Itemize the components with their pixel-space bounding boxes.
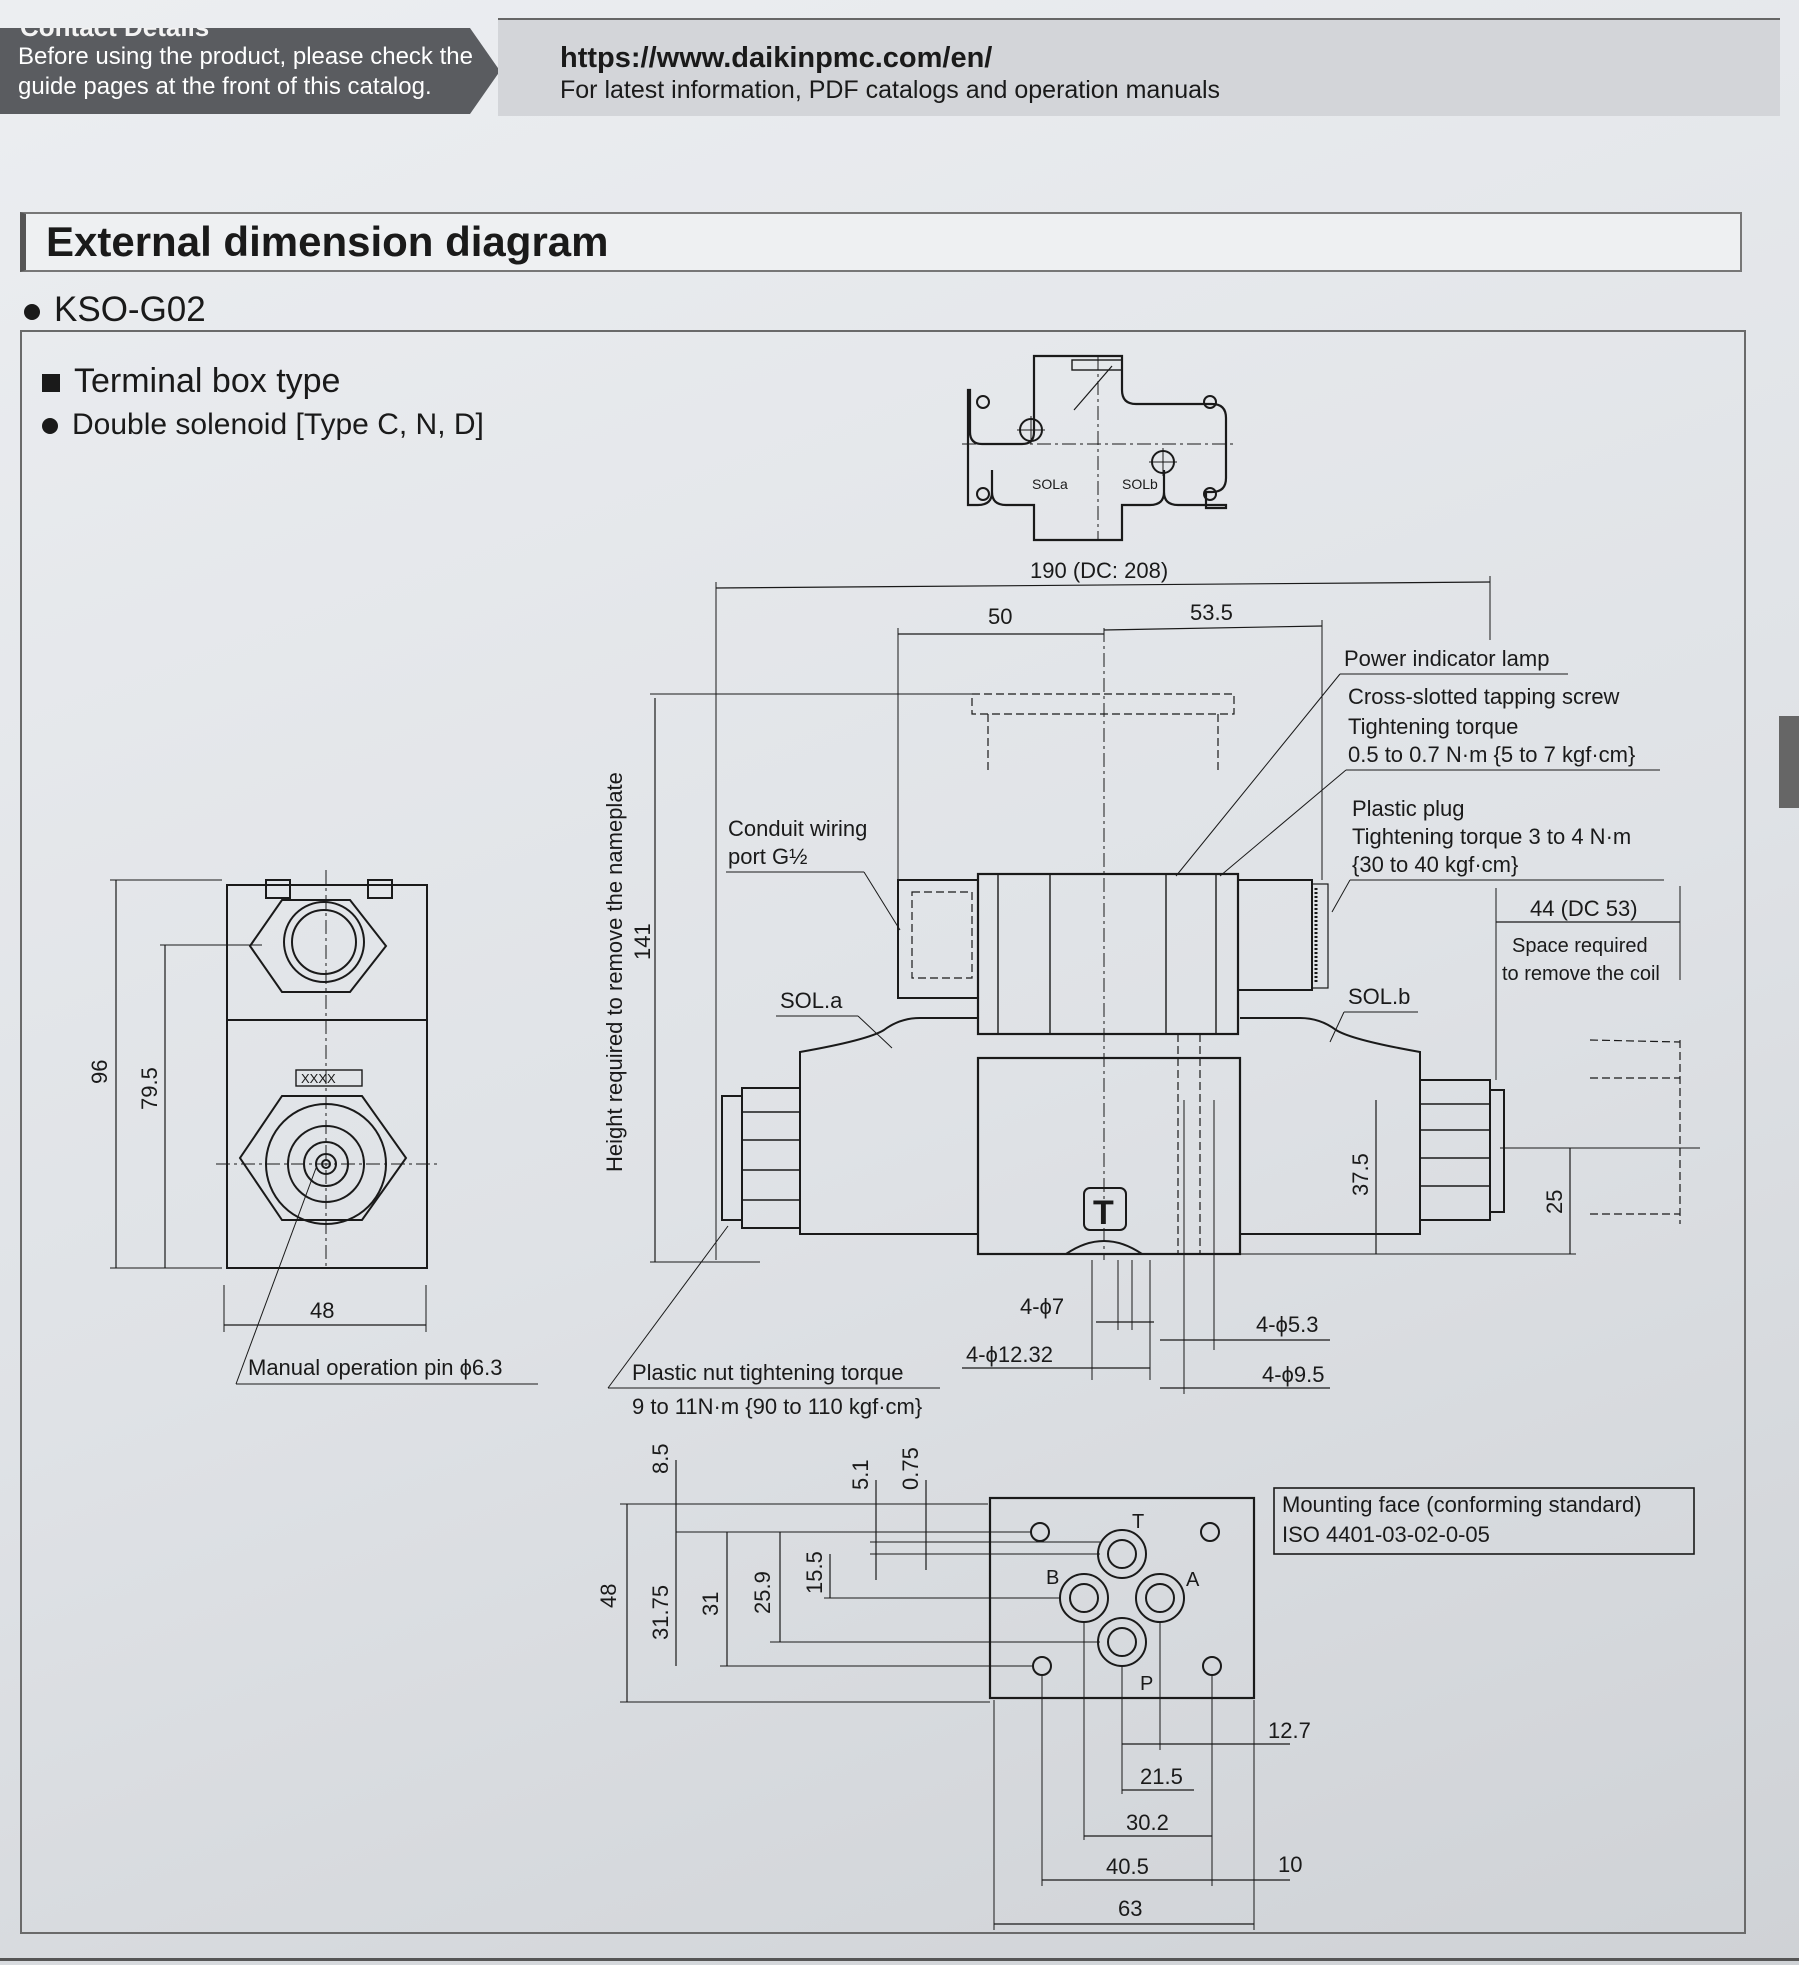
port-b: B bbox=[1046, 1567, 1059, 1589]
dim-96: 96 bbox=[87, 1060, 112, 1084]
dim-40-5: 40.5 bbox=[1106, 1854, 1149, 1879]
dim-21-5: 21.5 bbox=[1140, 1764, 1183, 1789]
dim-48: 48 bbox=[310, 1298, 334, 1323]
screw-line1: Cross-slotted tapping screw bbox=[1348, 684, 1620, 709]
sol-a-label: SOL.a bbox=[780, 988, 843, 1013]
url-caption: For latest information, PDF catalogs and… bbox=[560, 76, 1221, 104]
mounting-face: T A B P Mounting face (conforming standa… bbox=[596, 1443, 1695, 1930]
port-a: A bbox=[1186, 1569, 1200, 1591]
subheading: Terminal box type bbox=[42, 362, 340, 401]
port-p: P bbox=[1140, 1673, 1153, 1695]
nut-line1: Plastic nut tightening torque bbox=[632, 1360, 904, 1385]
diagram-panel bbox=[20, 330, 1746, 1934]
screw-line2: Tightening torque bbox=[1348, 714, 1518, 739]
bullet-icon bbox=[42, 418, 58, 435]
square-bullet-icon bbox=[42, 374, 60, 393]
bullet-icon bbox=[24, 303, 40, 320]
bottom-rule bbox=[0, 1958, 1799, 1961]
subheading-text: Terminal box type bbox=[74, 362, 341, 400]
section-title-box: External dimension diagram bbox=[20, 212, 1742, 272]
variant-heading: Double solenoid [Type C, N, D] bbox=[42, 408, 484, 442]
dim-15-5: 15.5 bbox=[802, 1551, 827, 1594]
front-view: 190 (DC: 208) 50 53.5 141 Height require… bbox=[602, 558, 1700, 1419]
plug-line1: Plastic plug bbox=[1352, 796, 1465, 821]
side-view: XXXX 96 79.5 48 Manual operation pin ϕ6.… bbox=[87, 870, 538, 1385]
model-name: KSO-G02 bbox=[54, 290, 206, 329]
hole-phi12: 4-ϕ12.32 bbox=[966, 1342, 1053, 1367]
sol-b-label: SOL.b bbox=[1348, 984, 1410, 1009]
std-line1: Mounting face (conforming standard) bbox=[1282, 1492, 1642, 1517]
lamp-label: Power indicator lamp bbox=[1344, 646, 1549, 671]
dim-31: 31 bbox=[698, 1592, 723, 1616]
hole-phi5: 4-ϕ5.3 bbox=[1256, 1312, 1318, 1337]
dim-mf-48: 48 bbox=[596, 1584, 621, 1608]
top-view: SOLa SOLb bbox=[962, 354, 1236, 542]
side-plate-text: XXXX bbox=[301, 1071, 336, 1086]
top-sol-a: SOLa bbox=[1032, 476, 1068, 492]
header-note-banner: Contact Details Before using the product… bbox=[0, 28, 500, 114]
manual-pin-label: Manual operation pin ϕ6.3 bbox=[248, 1355, 503, 1380]
std-line2: ISO 4401-03-02-0-05 bbox=[1282, 1522, 1490, 1547]
height-caption: Height required to remove the nameplate bbox=[602, 772, 627, 1172]
website-url[interactable]: https://www.daikinpmc.com/en/ bbox=[560, 42, 993, 74]
dim-10: 10 bbox=[1278, 1852, 1302, 1877]
dim-25: 25 bbox=[1542, 1190, 1567, 1214]
header-url-banner: https://www.daikinpmc.com/en/ For latest… bbox=[498, 18, 1780, 116]
conduit-line1: Conduit wiring bbox=[728, 816, 867, 841]
section-label: Contact Details bbox=[20, 12, 210, 42]
dim-37-5: 37.5 bbox=[1348, 1153, 1373, 1196]
dim-53-5: 53.5 bbox=[1190, 600, 1233, 625]
dim-0-75: 0.75 bbox=[898, 1447, 923, 1490]
dim-25-9: 25.9 bbox=[750, 1571, 775, 1614]
coil-space-dim: 44 (DC 53) bbox=[1530, 896, 1638, 921]
chapter-tab bbox=[1779, 716, 1799, 808]
dim-30-2: 30.2 bbox=[1126, 1810, 1169, 1835]
hole-phi7: 4-ϕ7 bbox=[1020, 1294, 1064, 1319]
dim-31-75: 31.75 bbox=[648, 1585, 673, 1640]
screw-line3: 0.5 to 0.7 N·m {5 to 7 kgf·cm} bbox=[1348, 742, 1635, 767]
dim-50: 50 bbox=[988, 604, 1012, 629]
variant-text: Double solenoid [Type C, N, D] bbox=[72, 408, 484, 441]
nut-line2: 9 to 11N·m {90 to 110 kgf·cm} bbox=[632, 1394, 922, 1419]
dim-79-5: 79.5 bbox=[137, 1067, 162, 1110]
coil-space-line1: Space required bbox=[1512, 935, 1648, 957]
note-line-1: Before using the product, please check t… bbox=[18, 43, 473, 70]
dim-63: 63 bbox=[1118, 1896, 1142, 1921]
page-title: External dimension diagram bbox=[46, 218, 609, 265]
model-heading: KSO-G02 bbox=[24, 290, 206, 330]
conduit-line2: port G½ bbox=[728, 844, 807, 869]
note-line-2: guide pages at the front of this catalog… bbox=[18, 73, 432, 100]
dim-12-7: 12.7 bbox=[1268, 1718, 1311, 1743]
coil-space-line2: to remove the coil bbox=[1502, 963, 1660, 985]
hole-phi9: 4-ϕ9.5 bbox=[1262, 1362, 1324, 1387]
dim-8-5: 8.5 bbox=[648, 1443, 673, 1474]
top-sol-b: SOLb bbox=[1122, 476, 1158, 492]
port-t: T bbox=[1132, 1511, 1144, 1533]
dim-141: 141 bbox=[630, 923, 655, 960]
dim-5-1: 5.1 bbox=[848, 1459, 873, 1490]
plug-line2: Tightening torque 3 to 4 N·m bbox=[1352, 824, 1631, 849]
dim-overall-length: 190 (DC: 208) bbox=[1030, 558, 1168, 583]
tank-mark: T bbox=[1093, 1194, 1114, 1232]
plug-line3: {30 to 40 kgf·cm} bbox=[1352, 852, 1518, 877]
